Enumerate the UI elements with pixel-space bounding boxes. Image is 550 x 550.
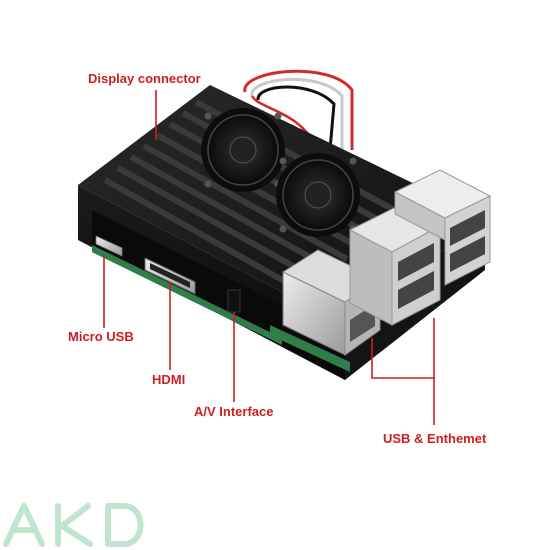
usb-ethernet-label: USB & Enthemet bbox=[383, 431, 487, 446]
av-interface-label: A/V Interface bbox=[194, 404, 274, 419]
display-connector-label: Display connector bbox=[88, 71, 201, 86]
av-jack bbox=[227, 289, 241, 313]
callout-lines bbox=[103, 90, 435, 425]
hdmi-port-icon bbox=[144, 257, 196, 295]
micro-usb-label: Micro USB bbox=[68, 329, 134, 344]
hdmi-label: HDMI bbox=[152, 372, 186, 387]
usb-port-icon bbox=[393, 169, 492, 286]
cooling-fan-icon bbox=[201, 108, 285, 192]
micro-usb-port-icon bbox=[95, 235, 123, 257]
akd-watermark-logo bbox=[3, 503, 144, 547]
cooling-fan-icon bbox=[276, 153, 360, 237]
